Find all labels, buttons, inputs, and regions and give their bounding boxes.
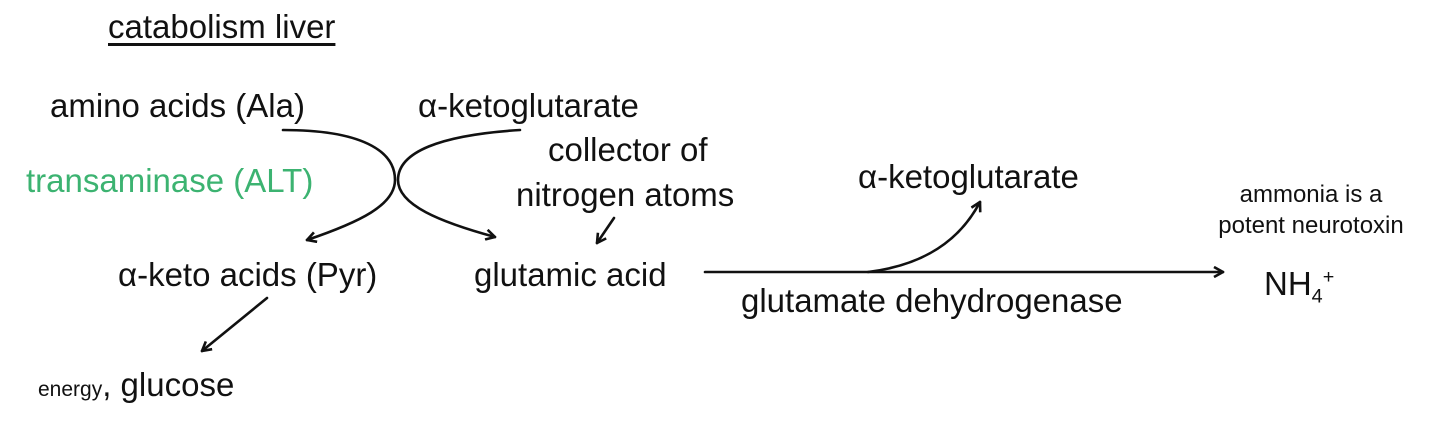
glucose-label: , glucose — [102, 366, 235, 403]
glutamic-acid-label: glutamic acid — [474, 256, 667, 293]
collector-line-1: collector of — [548, 131, 708, 168]
energy-glucose-label: energy, glucose — [38, 368, 234, 401]
alpha-ketoglutarate-output-label: α-ketoglutarate — [858, 158, 1079, 195]
amino-acids-label: amino acids (Ala) — [50, 87, 305, 124]
arrow-collector-to-glutamic-acid — [595, 216, 616, 245]
alpha-ketoglutarate-input-label: α-ketoglutarate — [418, 87, 639, 124]
ammonium-label: NH4+ — [1264, 265, 1335, 306]
glutamate-dehydrogenase-label: glutamate dehydrogenase — [741, 282, 1123, 319]
arrow-keto-acids-to-glucose — [200, 296, 269, 353]
arrow-branch-to-akg — [866, 200, 980, 274]
transaminase-enzyme-label: transaminase (ALT) — [26, 162, 314, 199]
ammonia-note-line-1: ammonia is a — [1239, 181, 1383, 208]
diagram-title: catabolism liver — [108, 8, 336, 45]
ammonium-charge: + — [1322, 266, 1335, 288]
arrow-akg-to-glutamic-acid — [396, 128, 522, 237]
alpha-keto-acids-label: α-keto acids (Pyr) — [118, 256, 378, 293]
ammonium-base: NH — [1264, 265, 1312, 302]
energy-label: energy — [38, 378, 103, 401]
ammonia-note: ammonia is a potent neurotoxin — [1196, 180, 1426, 241]
ammonium-subscript: 4 — [1311, 285, 1323, 308]
arrow-ala-to-keto-acids — [281, 128, 397, 240]
ammonia-note-line-2: potent neurotoxin — [1218, 211, 1404, 239]
collector-line-2: nitrogen atoms — [516, 176, 735, 213]
